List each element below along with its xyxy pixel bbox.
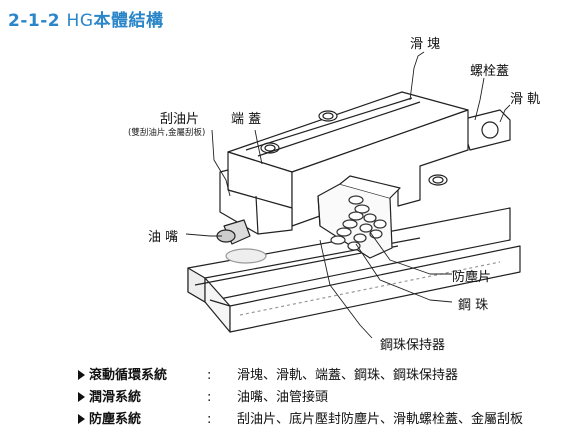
label-bolt-cap: 螺栓蓋 <box>470 64 510 79</box>
spec-category: 潤滑系統 <box>89 390 142 405</box>
spec-items: 滑塊、滑軌、端蓋、鋼珠、鋼珠保持器 <box>237 368 459 383</box>
spec-colon: : <box>207 412 212 427</box>
spec-colon: : <box>207 368 212 383</box>
triangle-bullet-icon <box>78 370 85 380</box>
spec-row-dustproof: 防塵系統: 刮油片、底片壓封防塵片、滑軌螺栓蓋、金屬刮板 <box>78 408 523 427</box>
slider-block-drawing <box>219 91 469 259</box>
spec-category: 防塵系統 <box>89 412 142 427</box>
leader-lines <box>185 51 511 339</box>
title-text: 本體結構 <box>93 11 164 31</box>
spec-row-rolling: 滾動循環系統: 滑塊、滑軌、端蓋、鋼珠、鋼珠保持器 <box>78 364 458 383</box>
triangle-bullet-icon <box>78 414 85 424</box>
rail-drawing <box>187 207 521 333</box>
spec-items: 油嘴、油管接頭 <box>237 390 329 405</box>
label-scraper-note: (雙刮油片,金屬刮板) <box>128 128 206 138</box>
label-scraper: 刮油片 <box>160 112 200 127</box>
spec-items: 刮油片、底片壓封防塵片、滑軌螺栓蓋、金屬刮板 <box>237 412 524 427</box>
model-name: HG <box>66 11 94 31</box>
section-number: 2-1-2 <box>8 11 61 31</box>
label-seal: 防塵片 <box>452 270 492 285</box>
triangle-bullet-icon <box>78 392 85 402</box>
label-retainer: 鋼珠保持器 <box>380 338 446 353</box>
label-rail: 滑 軌 <box>510 92 541 107</box>
label-balls: 鋼 珠 <box>458 298 489 313</box>
grease-nipple-drawing <box>216 219 267 264</box>
spec-row-lubrication: 潤滑系統: 油嘴、油管接頭 <box>78 386 328 405</box>
page-title: 2-1-2 HG本體結構 <box>8 6 164 31</box>
spec-colon: : <box>207 390 212 405</box>
label-slider: 滑 塊 <box>410 37 441 52</box>
label-grease-nipple: 油 嘴 <box>148 230 179 245</box>
spec-category: 滾動循環系統 <box>89 368 168 383</box>
label-end-cap: 端 蓋 <box>231 112 262 127</box>
